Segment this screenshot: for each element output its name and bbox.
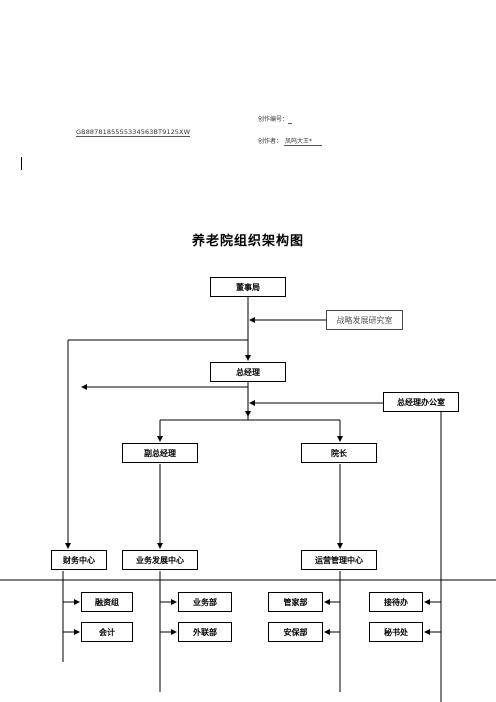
node-reception-office: 接待办 [369, 592, 423, 612]
node-business-center: 业务发展中心 [122, 550, 198, 570]
node-board: 董事局 [210, 277, 286, 297]
node-strategy-office: 战略发展研究室 [326, 310, 403, 330]
creation-code-value: GB8878185555334563BT9125XW [76, 128, 191, 137]
node-finance-center: 财务中心 [51, 550, 107, 570]
code-label-text: 创作编号： [258, 116, 289, 123]
text-cursor [21, 157, 22, 170]
node-business-dept: 业务部 [178, 592, 232, 612]
author-line: 创作者： 凤呜大王* [258, 138, 322, 146]
node-security-dept: 安保部 [268, 622, 323, 642]
node-dean: 院长 [301, 443, 377, 463]
node-financing-group: 融资组 [81, 592, 133, 612]
node-external-dept: 外联部 [178, 622, 232, 642]
author-label: 创作者： [258, 138, 283, 145]
chart-title: 养老院组织架构图 [191, 234, 304, 249]
author-value: 凤呜大王* [283, 138, 322, 146]
node-deputy-gm: 副总经理 [122, 443, 198, 463]
creation-code-label: 创作编号： [258, 116, 292, 124]
node-general-manager: 总经理 [210, 362, 286, 382]
node-accounting: 会计 [81, 622, 133, 642]
node-gm-office: 总经理办公室 [383, 392, 459, 412]
node-operations-center: 运营管理中心 [301, 550, 377, 570]
node-secretariat: 秘书处 [369, 622, 423, 642]
node-housekeeping-dept: 管家部 [268, 592, 323, 612]
